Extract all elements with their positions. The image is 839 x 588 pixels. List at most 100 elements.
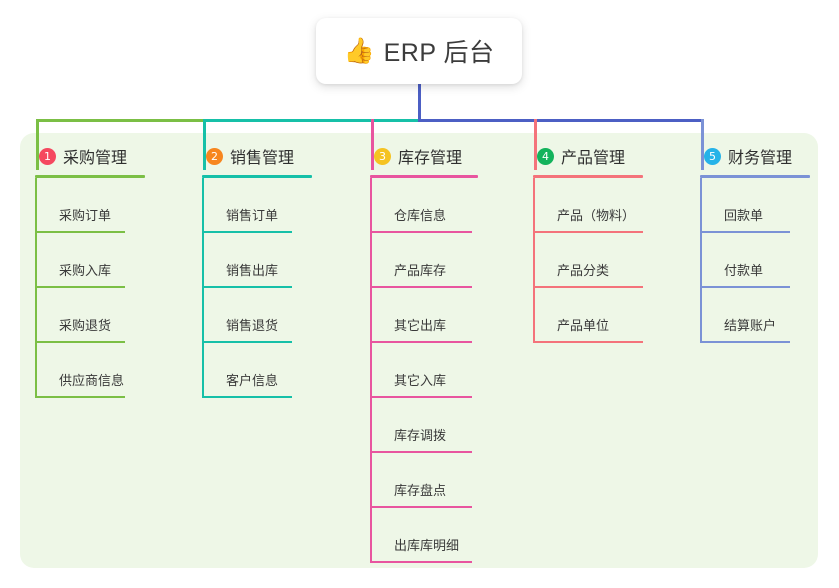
list-item-label: 供应商信息: [59, 373, 125, 388]
list-item[interactable]: 销售出库: [204, 233, 312, 288]
list-item-rule: [37, 231, 125, 233]
connector-bus-blue: [418, 119, 704, 122]
column-title-1: 采购管理: [63, 150, 128, 167]
list-item-label: 库存盘点: [394, 483, 447, 498]
column-header-1[interactable]: 1 采购管理: [35, 144, 145, 168]
connector-bus-teal: [203, 119, 421, 122]
list-item-label: 结算账户: [724, 318, 777, 333]
list-item[interactable]: 其它出库: [372, 288, 478, 343]
list-item-rule: [372, 286, 472, 288]
list-item[interactable]: 销售退货: [204, 288, 312, 343]
list-item[interactable]: 销售订单: [204, 178, 312, 233]
column-badge-1: 1: [39, 147, 56, 165]
list-item[interactable]: 产品单位: [535, 288, 643, 343]
list-item[interactable]: 出库库明细: [372, 508, 478, 563]
list-item-rule: [372, 231, 472, 233]
column-items-1: 采购订单采购入库采购退货供应商信息: [35, 178, 145, 398]
list-item[interactable]: 产品（物料）: [535, 178, 643, 233]
list-item-rule: [37, 286, 125, 288]
list-item[interactable]: 回款单: [702, 178, 810, 233]
column-badge-3: 3: [374, 147, 391, 165]
connector-stub-4: [534, 119, 537, 170]
column-spine-3: [370, 178, 372, 563]
column-spine-5: [700, 178, 702, 343]
list-item[interactable]: 库存盘点: [372, 453, 478, 508]
list-item-rule: [372, 561, 472, 563]
connector-stub-3: [371, 119, 374, 170]
column-rule-3: [370, 175, 478, 178]
list-item-rule: [204, 341, 292, 343]
column-1: 1 采购管理采购订单采购入库采购退货供应商信息: [35, 144, 145, 398]
list-item-rule: [204, 231, 292, 233]
column-spine-4: [533, 178, 535, 343]
thumbs-up-icon: 👍: [343, 36, 375, 65]
list-item-rule: [204, 396, 292, 398]
root-node-erp-backend[interactable]: 👍 ERP 后台: [316, 18, 522, 84]
list-item-label: 销售退货: [226, 318, 279, 333]
list-item[interactable]: 供应商信息: [37, 343, 145, 398]
list-item[interactable]: 采购订单: [37, 178, 145, 233]
list-item-rule: [372, 451, 472, 453]
column-title-2: 销售管理: [230, 150, 295, 167]
connector-stub-5: [701, 119, 704, 170]
list-item-rule: [372, 396, 472, 398]
column-rule-5: [700, 175, 810, 178]
list-item-label: 付款单: [724, 263, 764, 278]
list-item-rule: [702, 286, 790, 288]
list-item[interactable]: 付款单: [702, 233, 810, 288]
column-items-2: 销售订单销售出库销售退货客户信息: [202, 178, 312, 398]
list-item[interactable]: 产品库存: [372, 233, 478, 288]
column-items-5: 回款单付款单结算账户: [700, 178, 810, 343]
list-item-label: 采购入库: [59, 263, 112, 278]
list-item-label: 销售出库: [226, 263, 279, 278]
list-item-label: 采购订单: [59, 208, 112, 223]
list-item-label: 产品（物料）: [557, 208, 636, 223]
list-item[interactable]: 客户信息: [204, 343, 312, 398]
list-item-label: 其它入库: [394, 373, 447, 388]
list-item-label: 出库库明细: [394, 538, 460, 553]
list-item-rule: [702, 231, 790, 233]
list-item[interactable]: 库存调拨: [372, 398, 478, 453]
connector-bus-green: [36, 119, 206, 122]
list-item-label: 其它出库: [394, 318, 447, 333]
column-rule-1: [35, 175, 145, 178]
root-node-title: ERP 后台: [383, 39, 495, 67]
list-item-label: 仓库信息: [394, 208, 447, 223]
connector-trunk: [418, 84, 421, 122]
column-items-4: 产品（物料） 产品分类产品单位: [533, 178, 643, 343]
list-item-rule: [535, 341, 643, 343]
list-item-rule: [204, 286, 292, 288]
list-item-rule: [37, 396, 125, 398]
list-item-label: 库存调拨: [394, 428, 447, 443]
list-item-rule: [535, 231, 643, 233]
column-spine-2: [202, 178, 204, 398]
connector-stub-1: [36, 119, 39, 170]
list-item[interactable]: 仓库信息: [372, 178, 478, 233]
list-item-rule: [372, 506, 472, 508]
list-item-rule: [37, 341, 125, 343]
diagram-panel: [20, 133, 818, 568]
list-item[interactable]: 采购入库: [37, 233, 145, 288]
list-item[interactable]: 结算账户: [702, 288, 810, 343]
list-item[interactable]: 产品分类: [535, 233, 643, 288]
column-items-3: 仓库信息产品库存其它出库其它入库库存调拨库存盘点出库库明细: [370, 178, 478, 563]
list-item-rule: [702, 341, 790, 343]
list-item[interactable]: 采购退货: [37, 288, 145, 343]
list-item-rule: [535, 286, 643, 288]
list-item-label: 产品分类: [557, 263, 610, 278]
column-rule-2: [202, 175, 312, 178]
column-rule-4: [533, 175, 643, 178]
list-item-rule: [372, 341, 472, 343]
connector-stub-2: [203, 119, 206, 170]
list-item[interactable]: 其它入库: [372, 343, 478, 398]
list-item-label: 产品单位: [557, 318, 610, 333]
list-item-label: 产品库存: [394, 263, 447, 278]
